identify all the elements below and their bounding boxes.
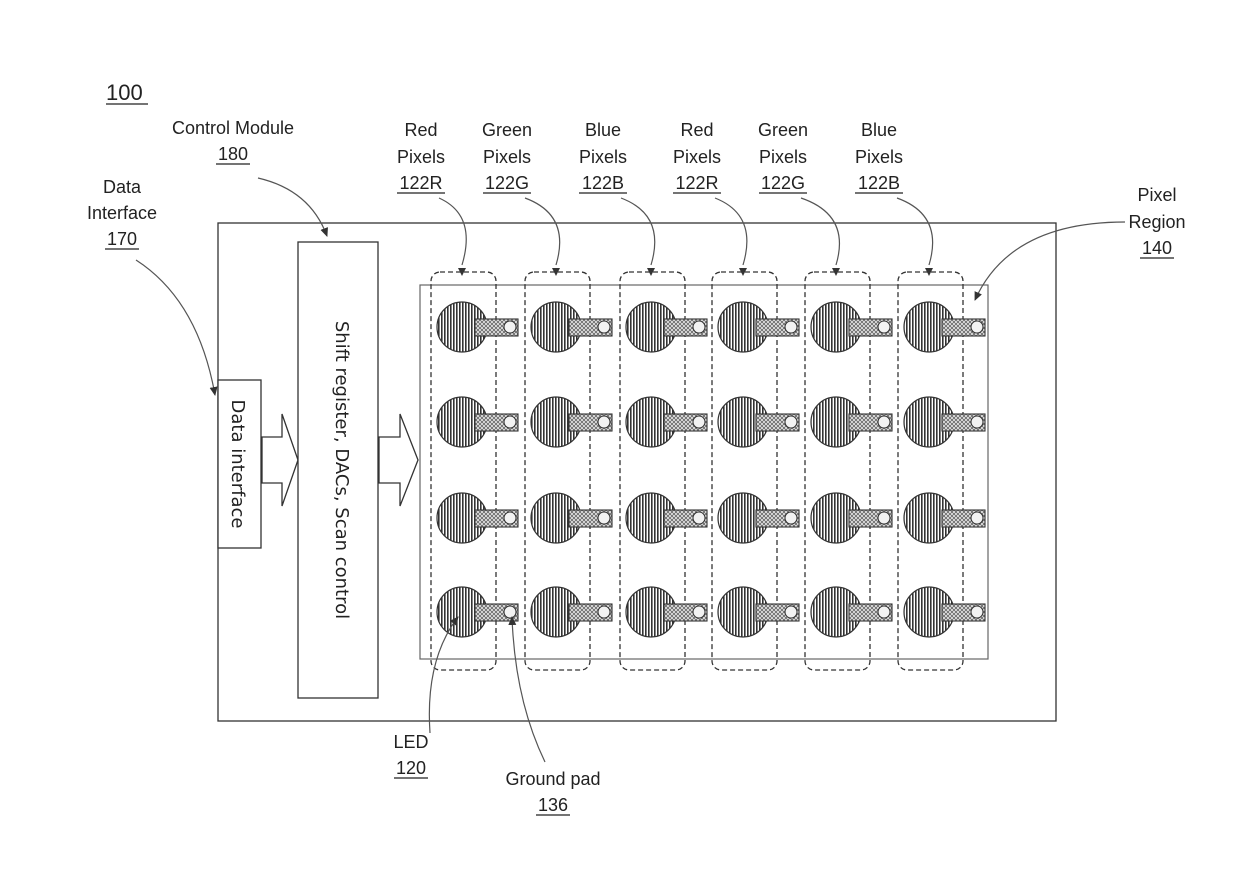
- ground-pad-dot: [971, 321, 983, 333]
- column-label-color: Blue: [861, 120, 897, 140]
- ground-pad-dot: [504, 606, 516, 618]
- ground-pad-dot: [878, 416, 890, 428]
- column-label-color: Green: [482, 120, 532, 140]
- ground-pad-ref: 136: [538, 795, 568, 815]
- column-label-pixels: Pixels: [483, 147, 531, 167]
- ground-pad-dot: [971, 512, 983, 524]
- column-label-pixels: Pixels: [855, 147, 903, 167]
- control-module-label: Control Module: [172, 118, 294, 138]
- led-label: LED: [393, 732, 428, 752]
- column-label-color: Red: [404, 120, 437, 140]
- data-interface-label-line2: Interface: [87, 203, 157, 223]
- data-interface-block-text: Data interface: [227, 400, 248, 529]
- ground-pad-dot: [971, 606, 983, 618]
- column-label-ref: 122R: [399, 173, 442, 193]
- column-label-pixels: Pixels: [579, 147, 627, 167]
- column-label-pixels: Pixels: [673, 147, 721, 167]
- column-label-pixels: Pixels: [759, 147, 807, 167]
- data-interface-ref: 170: [107, 229, 137, 249]
- ground-pad-dot: [598, 416, 610, 428]
- ground-pad-dot: [971, 416, 983, 428]
- pixel-region-label-line2: Region: [1128, 212, 1185, 232]
- ground-pad-dot: [878, 512, 890, 524]
- column-label-pixels: Pixels: [397, 147, 445, 167]
- ground-pad-dot: [785, 512, 797, 524]
- pixel-region-label-line1: Pixel: [1137, 185, 1176, 205]
- ground-pad-dot: [693, 416, 705, 428]
- ground-pad-dot: [693, 512, 705, 524]
- column-label-ref: 122B: [858, 173, 900, 193]
- ground-pad-dot: [504, 321, 516, 333]
- ground-pad-dot: [504, 416, 516, 428]
- ground-pad-dot: [598, 606, 610, 618]
- figure-number: 100: [106, 80, 143, 105]
- ground-pad-dot: [693, 321, 705, 333]
- shift-register-block-text: Shift register, DACs, Scan control: [331, 321, 352, 619]
- ground-pad-dot: [785, 416, 797, 428]
- column-label-color: Red: [680, 120, 713, 140]
- ground-pad-dot: [878, 606, 890, 618]
- led-ref: 120: [396, 758, 426, 778]
- ground-pad-dot: [878, 321, 890, 333]
- column-label-ref: 122B: [582, 173, 624, 193]
- column-label-ref: 122G: [485, 173, 529, 193]
- ground-pad-dot: [785, 606, 797, 618]
- ground-pad-dot: [598, 321, 610, 333]
- data-interface-label-line1: Data: [103, 177, 142, 197]
- column-label-ref: 122G: [761, 173, 805, 193]
- column-label-ref: 122R: [675, 173, 718, 193]
- control-module-ref: 180: [218, 144, 248, 164]
- ground-pad-dot: [504, 512, 516, 524]
- ground-pad-dot: [785, 321, 797, 333]
- ground-pad-label: Ground pad: [505, 769, 600, 789]
- ground-pad-dot: [598, 512, 610, 524]
- column-label-color: Green: [758, 120, 808, 140]
- pixel-region-ref: 140: [1142, 238, 1172, 258]
- data-interface-leader: [136, 260, 215, 395]
- ground-pad-dot: [693, 606, 705, 618]
- column-label-color: Blue: [585, 120, 621, 140]
